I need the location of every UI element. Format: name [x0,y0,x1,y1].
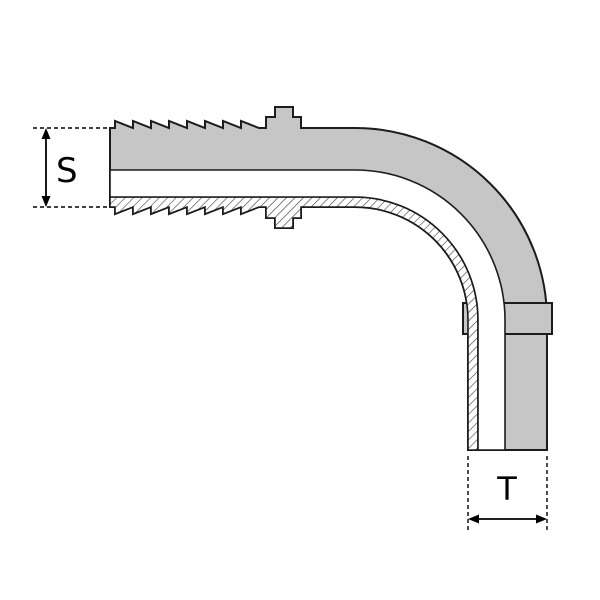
dimension-t-label: T [496,470,517,508]
dimension-s: S [33,127,108,208]
section-hatch-wall [109,196,479,451]
dimension-s-arrowhead-up-icon [41,128,51,139]
dimension-t-arrowhead-left-icon [468,514,479,524]
dimension-t: T [467,456,548,533]
bore-channel [109,169,506,451]
dimension-t-arrowhead-right-icon [536,514,547,524]
dimension-s-label: S [56,151,78,191]
dimension-s-arrowhead-down-icon [41,196,51,207]
